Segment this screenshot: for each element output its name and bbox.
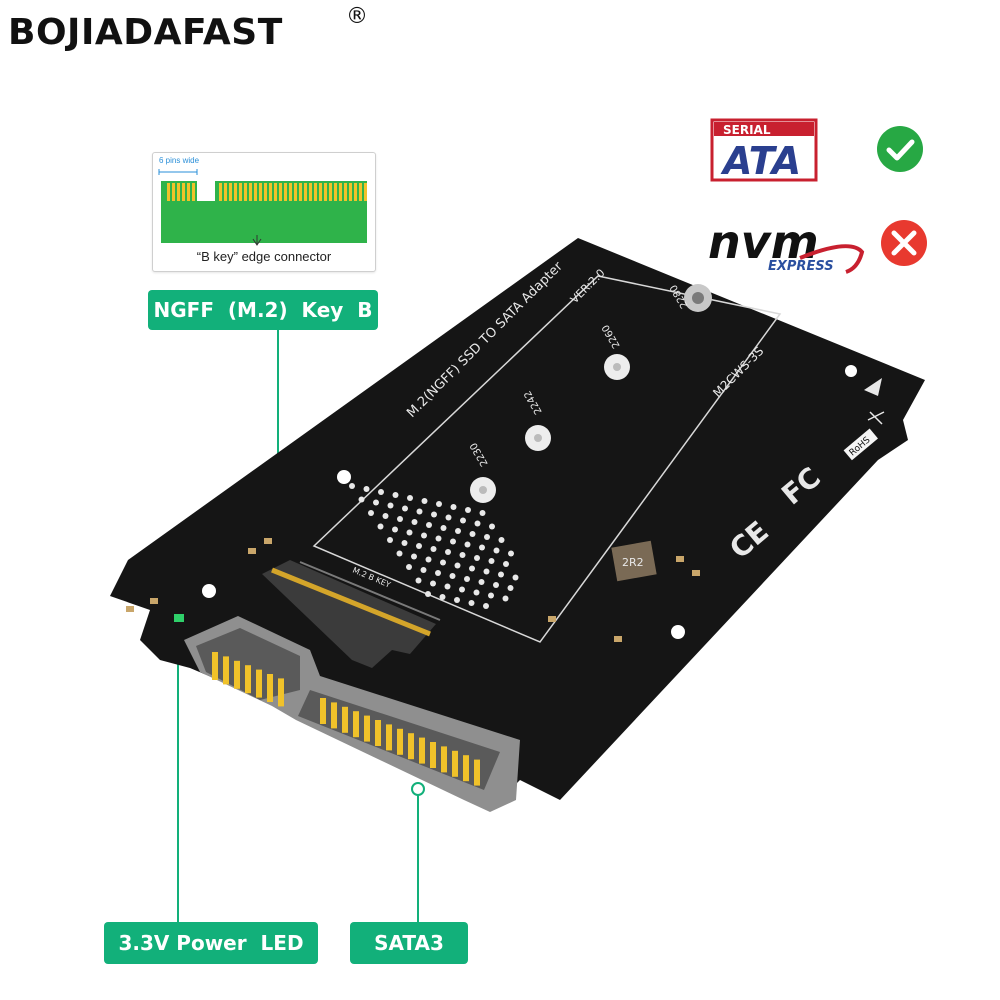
svg-text:nvm: nvm [708,215,819,269]
inductor-2r2: 2R2 [611,540,657,582]
registered-mark: ® [346,4,368,29]
pins-wide-label: 6 pins wide [159,156,200,165]
ssd-mount-holes [470,284,712,503]
check-icon [877,126,923,172]
serial-ata-logo: SERIAL ATA [710,118,818,183]
svg-text:ATA: ATA [720,139,801,183]
sata-connector [184,616,520,812]
brand-logo: BOJIADAFAST [8,12,283,53]
vent-hole-grid [349,483,519,609]
ngff-key-b-callout: NGFF (M.2) Key B [148,290,378,330]
pcb-board [110,238,925,800]
m2-slot [262,560,441,668]
smd-components [126,538,700,642]
svg-text:EXPRESS: EXPRESS [768,259,834,274]
weee-bin-icon [867,411,885,425]
power-led [174,614,184,622]
edge-connector-illustration [158,169,367,246]
svg-text:SERIAL: SERIAL [723,123,771,137]
svg-text:2R2: 2R2 [622,556,644,569]
cross-icon [881,220,927,266]
power-led-callout: 3.3V Power LED [104,922,318,964]
nvme-logo: nvm EXPRESS [708,215,865,274]
edge-connector-caption: “B key” edge connector [196,249,332,264]
sata3-callout: SATA3 [350,922,468,964]
esd-warning-icon [864,378,882,396]
ssd-outline [312,275,782,643]
edge-connector-inset: 6 pins wide “B key” edge connector [152,152,376,272]
